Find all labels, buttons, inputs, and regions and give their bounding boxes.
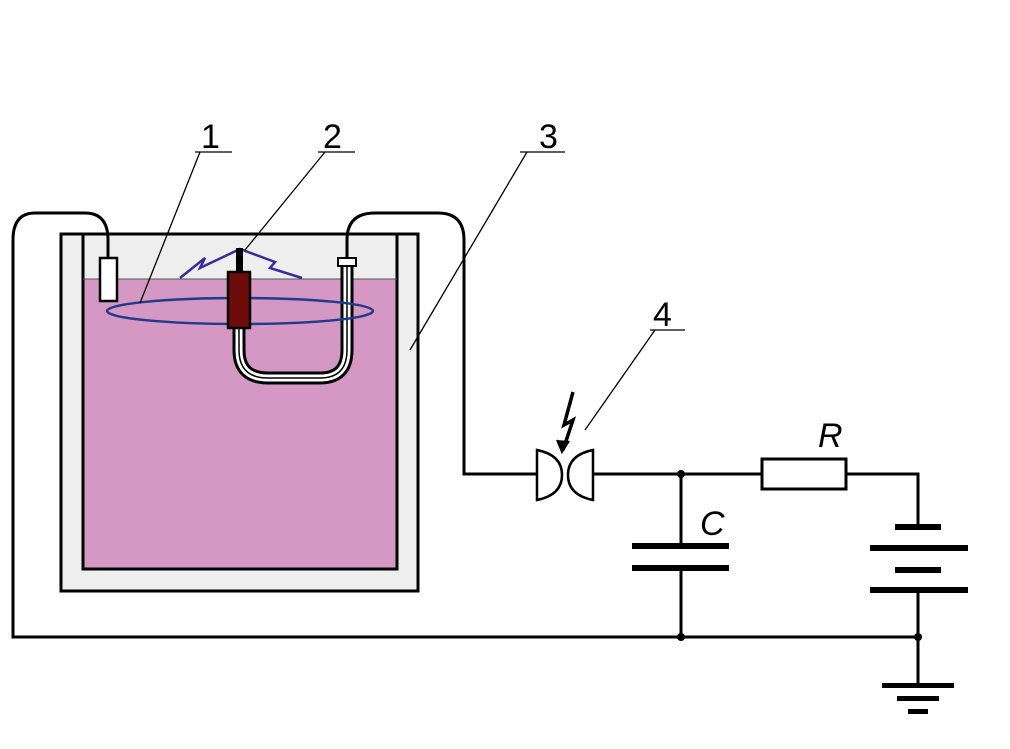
label-4: 4	[653, 296, 672, 334]
leader-lines	[139, 151, 685, 431]
ground-icon	[882, 683, 954, 714]
electrode-left	[98, 256, 119, 303]
resistor	[760, 457, 848, 491]
battery	[870, 524, 968, 593]
label-resistor: R	[818, 417, 843, 455]
u-tube	[232, 257, 357, 385]
central-rod	[226, 248, 252, 330]
label-3: 3	[539, 118, 558, 156]
label-1: 1	[201, 118, 220, 156]
spark-gap	[535, 391, 595, 502]
wiring	[11, 211, 922, 685]
label-capacitor: C	[700, 505, 725, 543]
capacitor	[632, 543, 729, 571]
label-2: 2	[323, 118, 342, 156]
